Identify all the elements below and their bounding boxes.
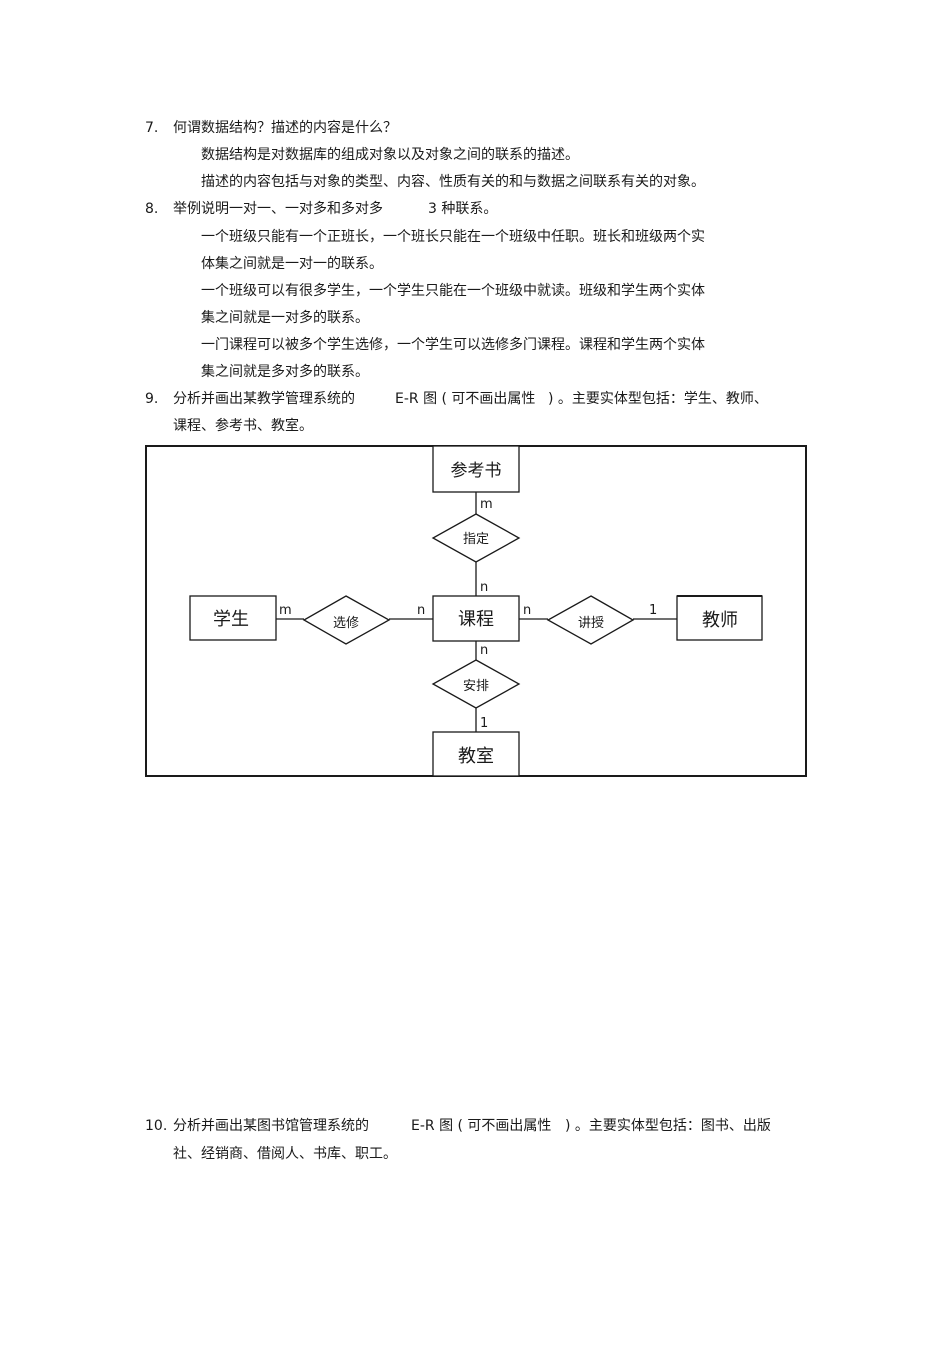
entity-teacher-box: [676, 595, 763, 641]
relation-arrange-diamond: [431, 659, 521, 709]
q8-para-1a: 一个班级只能有一个正班长，一个班长只能在一个班级中任职。班长和班级两个实: [201, 229, 705, 245]
entity-student-box: [189, 595, 277, 641]
q8-para-2b: 集之间就是一对多的联系。: [201, 310, 369, 326]
q7-answer-2: 描述的内容包括与对象的类型、内容、性质有关的和与数据之间联系有关的对象。: [201, 174, 705, 190]
q7-answer-1: 数据结构是对数据库的组成对象以及对象之间的联系的描述。: [201, 147, 579, 163]
card-teacher-1: 1: [649, 603, 657, 618]
relation-assign-label: 指定: [463, 532, 489, 547]
entity-student-label: 学生: [213, 609, 249, 630]
q8-title-b: 3 种联系。: [428, 201, 498, 217]
card-student-m: m: [279, 603, 292, 618]
q10-number: 10.: [145, 1118, 168, 1134]
q10-title-d: 社、经销商、借阅人、书库、职工。: [173, 1146, 397, 1162]
card-course-right-n: n: [523, 603, 531, 618]
card-ref-m: m: [480, 497, 493, 512]
q8-para-1b: 体集之间就是一对一的联系。: [201, 256, 383, 272]
diagram-frame: [145, 445, 807, 777]
relation-assign-diamond: [431, 513, 521, 563]
q9-title-b: E-R 图 ( 可不画出属性: [395, 391, 536, 407]
q8-para-2a: 一个班级可以有很多学生，一个学生只能在一个班级中就读。班级和学生两个实体: [201, 283, 705, 299]
card-course-left-n: n: [417, 603, 425, 618]
relation-teach-label: 讲授: [578, 616, 604, 631]
card-course-bottom-n: n: [480, 643, 488, 658]
relation-elect-label: 选修: [333, 616, 359, 631]
q8-number: 8.: [145, 201, 159, 217]
q8-para-3a: 一门课程可以被多个学生选修，一个学生可以选修多门课程。课程和学生两个实体: [201, 337, 705, 353]
q8-title-a: 举例说明一对一、一对多和多对多: [173, 201, 383, 217]
relation-elect-diamond: [302, 595, 391, 645]
entity-course-box: [432, 595, 520, 642]
q9-number: 9.: [145, 391, 159, 407]
q10-title-a: 分析并画出某图书馆管理系统的: [173, 1118, 369, 1134]
entity-course-label: 课程: [458, 609, 494, 630]
entity-ref-box: [432, 445, 520, 493]
entity-ref-label: 参考书: [451, 461, 502, 481]
entity-teacher-label: 教师: [702, 610, 738, 631]
q8-para-3b: 集之间就是多对多的联系。: [201, 364, 369, 380]
q10-title-b: E-R 图 ( 可不画出属性: [411, 1118, 552, 1134]
entity-room-label: 教室: [458, 746, 494, 767]
entity-room-box: [432, 731, 520, 777]
q10-title-c: ) 。主要实体型包括：图书、出版: [565, 1118, 771, 1134]
q9-title-d: 课程、参考书、教室。: [173, 418, 313, 434]
card-room-1: 1: [480, 716, 488, 731]
q9-title-a: 分析并画出某教学管理系统的: [173, 391, 355, 407]
q9-title-c: ) 。主要实体型包括：学生、教师、: [548, 391, 768, 407]
q7-title: 何谓数据结构？描述的内容是什么？: [173, 120, 397, 136]
relation-teach-diamond: [546, 595, 635, 645]
card-course-top-n: n: [480, 580, 488, 595]
q7-number: 7.: [145, 120, 159, 136]
relation-arrange-label: 安排: [463, 679, 489, 694]
